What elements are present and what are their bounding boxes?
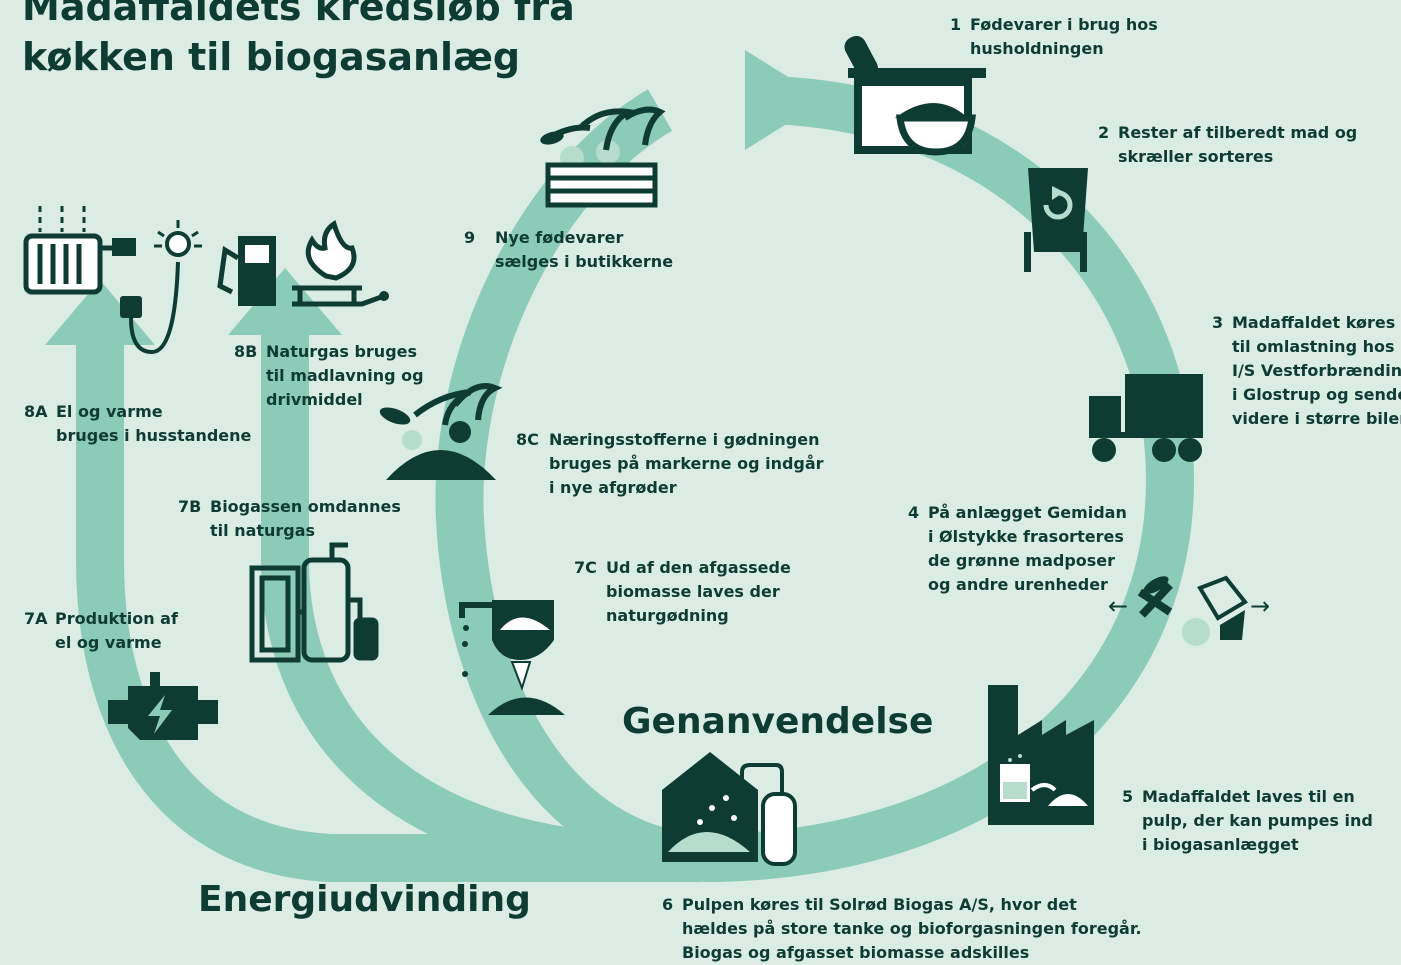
step-number: 5 <box>1122 787 1134 806</box>
crate-icon <box>540 106 666 208</box>
recycling-label: Genanvendelse <box>622 701 934 742</box>
step-number: 7A <box>24 609 48 628</box>
energy-label: Energiudvinding <box>198 879 531 920</box>
waste-bin-icon <box>1024 168 1088 272</box>
step-number: 1 <box>950 15 962 34</box>
page-title: Madaffaldets kredsløb fra køkken til bio… <box>22 0 575 79</box>
biogas-plant-icon <box>662 752 797 866</box>
upgrade-tanks-icon <box>249 542 379 663</box>
generator-icon <box>108 672 218 740</box>
fertilizer-icon <box>459 600 565 715</box>
pot-icon <box>844 35 986 156</box>
step-number: 6 <box>662 895 674 914</box>
arrow-head-8a <box>45 280 155 345</box>
truck-icon <box>1089 374 1203 462</box>
svg-text:←: ← <box>1108 592 1128 620</box>
step-number: 8A <box>24 402 48 421</box>
svg-text:→: → <box>1250 592 1270 620</box>
step-number: 9 <box>464 228 476 247</box>
arrow-heads <box>45 50 825 345</box>
step-number: 4 <box>908 503 920 522</box>
step-number: 2 <box>1098 123 1110 142</box>
step-number: 3 <box>1212 313 1224 332</box>
step-number: 8C <box>516 430 539 449</box>
gas-pump-icon <box>217 220 389 307</box>
step-text: Pulpen køres til Solrød Biogas A/S, hvor… <box>682 895 1142 962</box>
arrow-head-top <box>745 50 825 150</box>
radiator-icon <box>23 206 202 355</box>
crops-icon <box>379 383 503 480</box>
arrow-head-8b <box>228 268 342 335</box>
sorting-icon: ← → <box>1108 575 1270 646</box>
step-number: 7C <box>574 558 597 577</box>
factory-icon <box>988 685 1094 825</box>
step-number: 7B <box>178 497 202 516</box>
step-number: 8B <box>234 342 258 361</box>
